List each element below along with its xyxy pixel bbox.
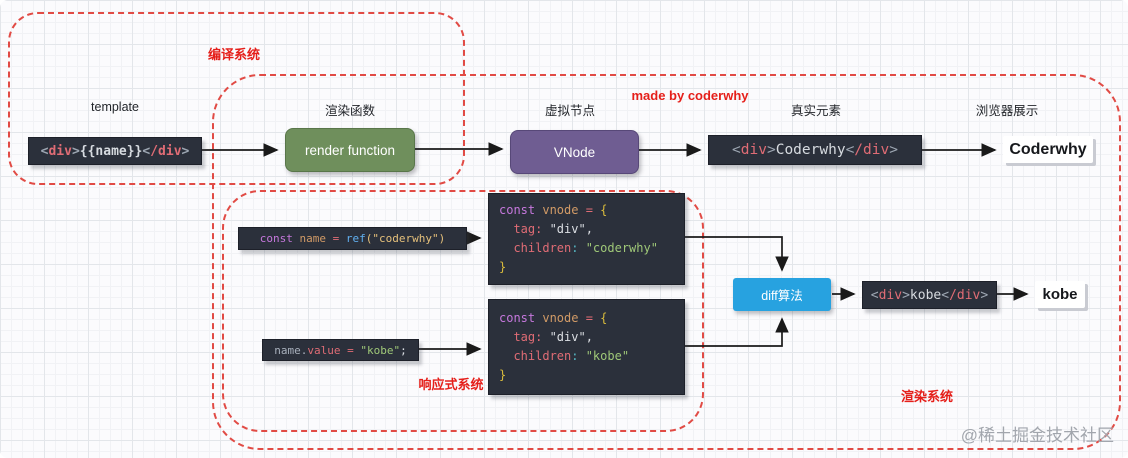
- compile-system-region: [8, 12, 465, 185]
- diff-algorithm-node: diff算法: [733, 278, 831, 311]
- kobe-element-code-box: <div>kobe</div>: [862, 281, 997, 309]
- assign-code-box: name.value = "kobe";: [262, 339, 419, 361]
- render-function-label: 渲染函数: [324, 104, 375, 118]
- template-code-box: <div>{{name}}</div>: [28, 137, 202, 165]
- real-element-code-box: <div>Coderwhy</div>: [708, 135, 922, 165]
- watermark: @稀土掘金技术社区: [960, 426, 1114, 445]
- browser-result-top: Coderwhy: [1003, 136, 1093, 163]
- vnode-node: VNode: [510, 130, 639, 174]
- ref-code-box: const name = ref("coderwhy"): [238, 227, 467, 250]
- template-label: template: [91, 100, 139, 114]
- render-system-label: 渲染系统: [900, 389, 953, 404]
- vnode-block-coderwhy: const vnode = { tag: "div", children: "c…: [488, 193, 685, 285]
- browser-display-label: 浏览器展示: [975, 104, 1039, 118]
- arrow-vnode2-to-diff: [684, 317, 789, 347]
- vnode-block-kobe: const vnode = { tag: "div", children: "k…: [488, 299, 685, 395]
- arrow-vnode1-to-diff: [684, 236, 789, 272]
- reactive-system-label: 响应式系统: [418, 377, 484, 392]
- render-function-node: render function: [285, 128, 415, 172]
- virtual-node-label: 虚拟节点: [544, 104, 595, 118]
- made-by-label: made by coderwhy: [631, 88, 749, 103]
- browser-result-bottom: kobe: [1035, 281, 1085, 308]
- reactive-system-region: [222, 190, 704, 432]
- render-system-region: [212, 74, 1121, 450]
- compile-system-label: 编译系统: [207, 47, 260, 62]
- real-element-label: 真实元素: [790, 104, 841, 118]
